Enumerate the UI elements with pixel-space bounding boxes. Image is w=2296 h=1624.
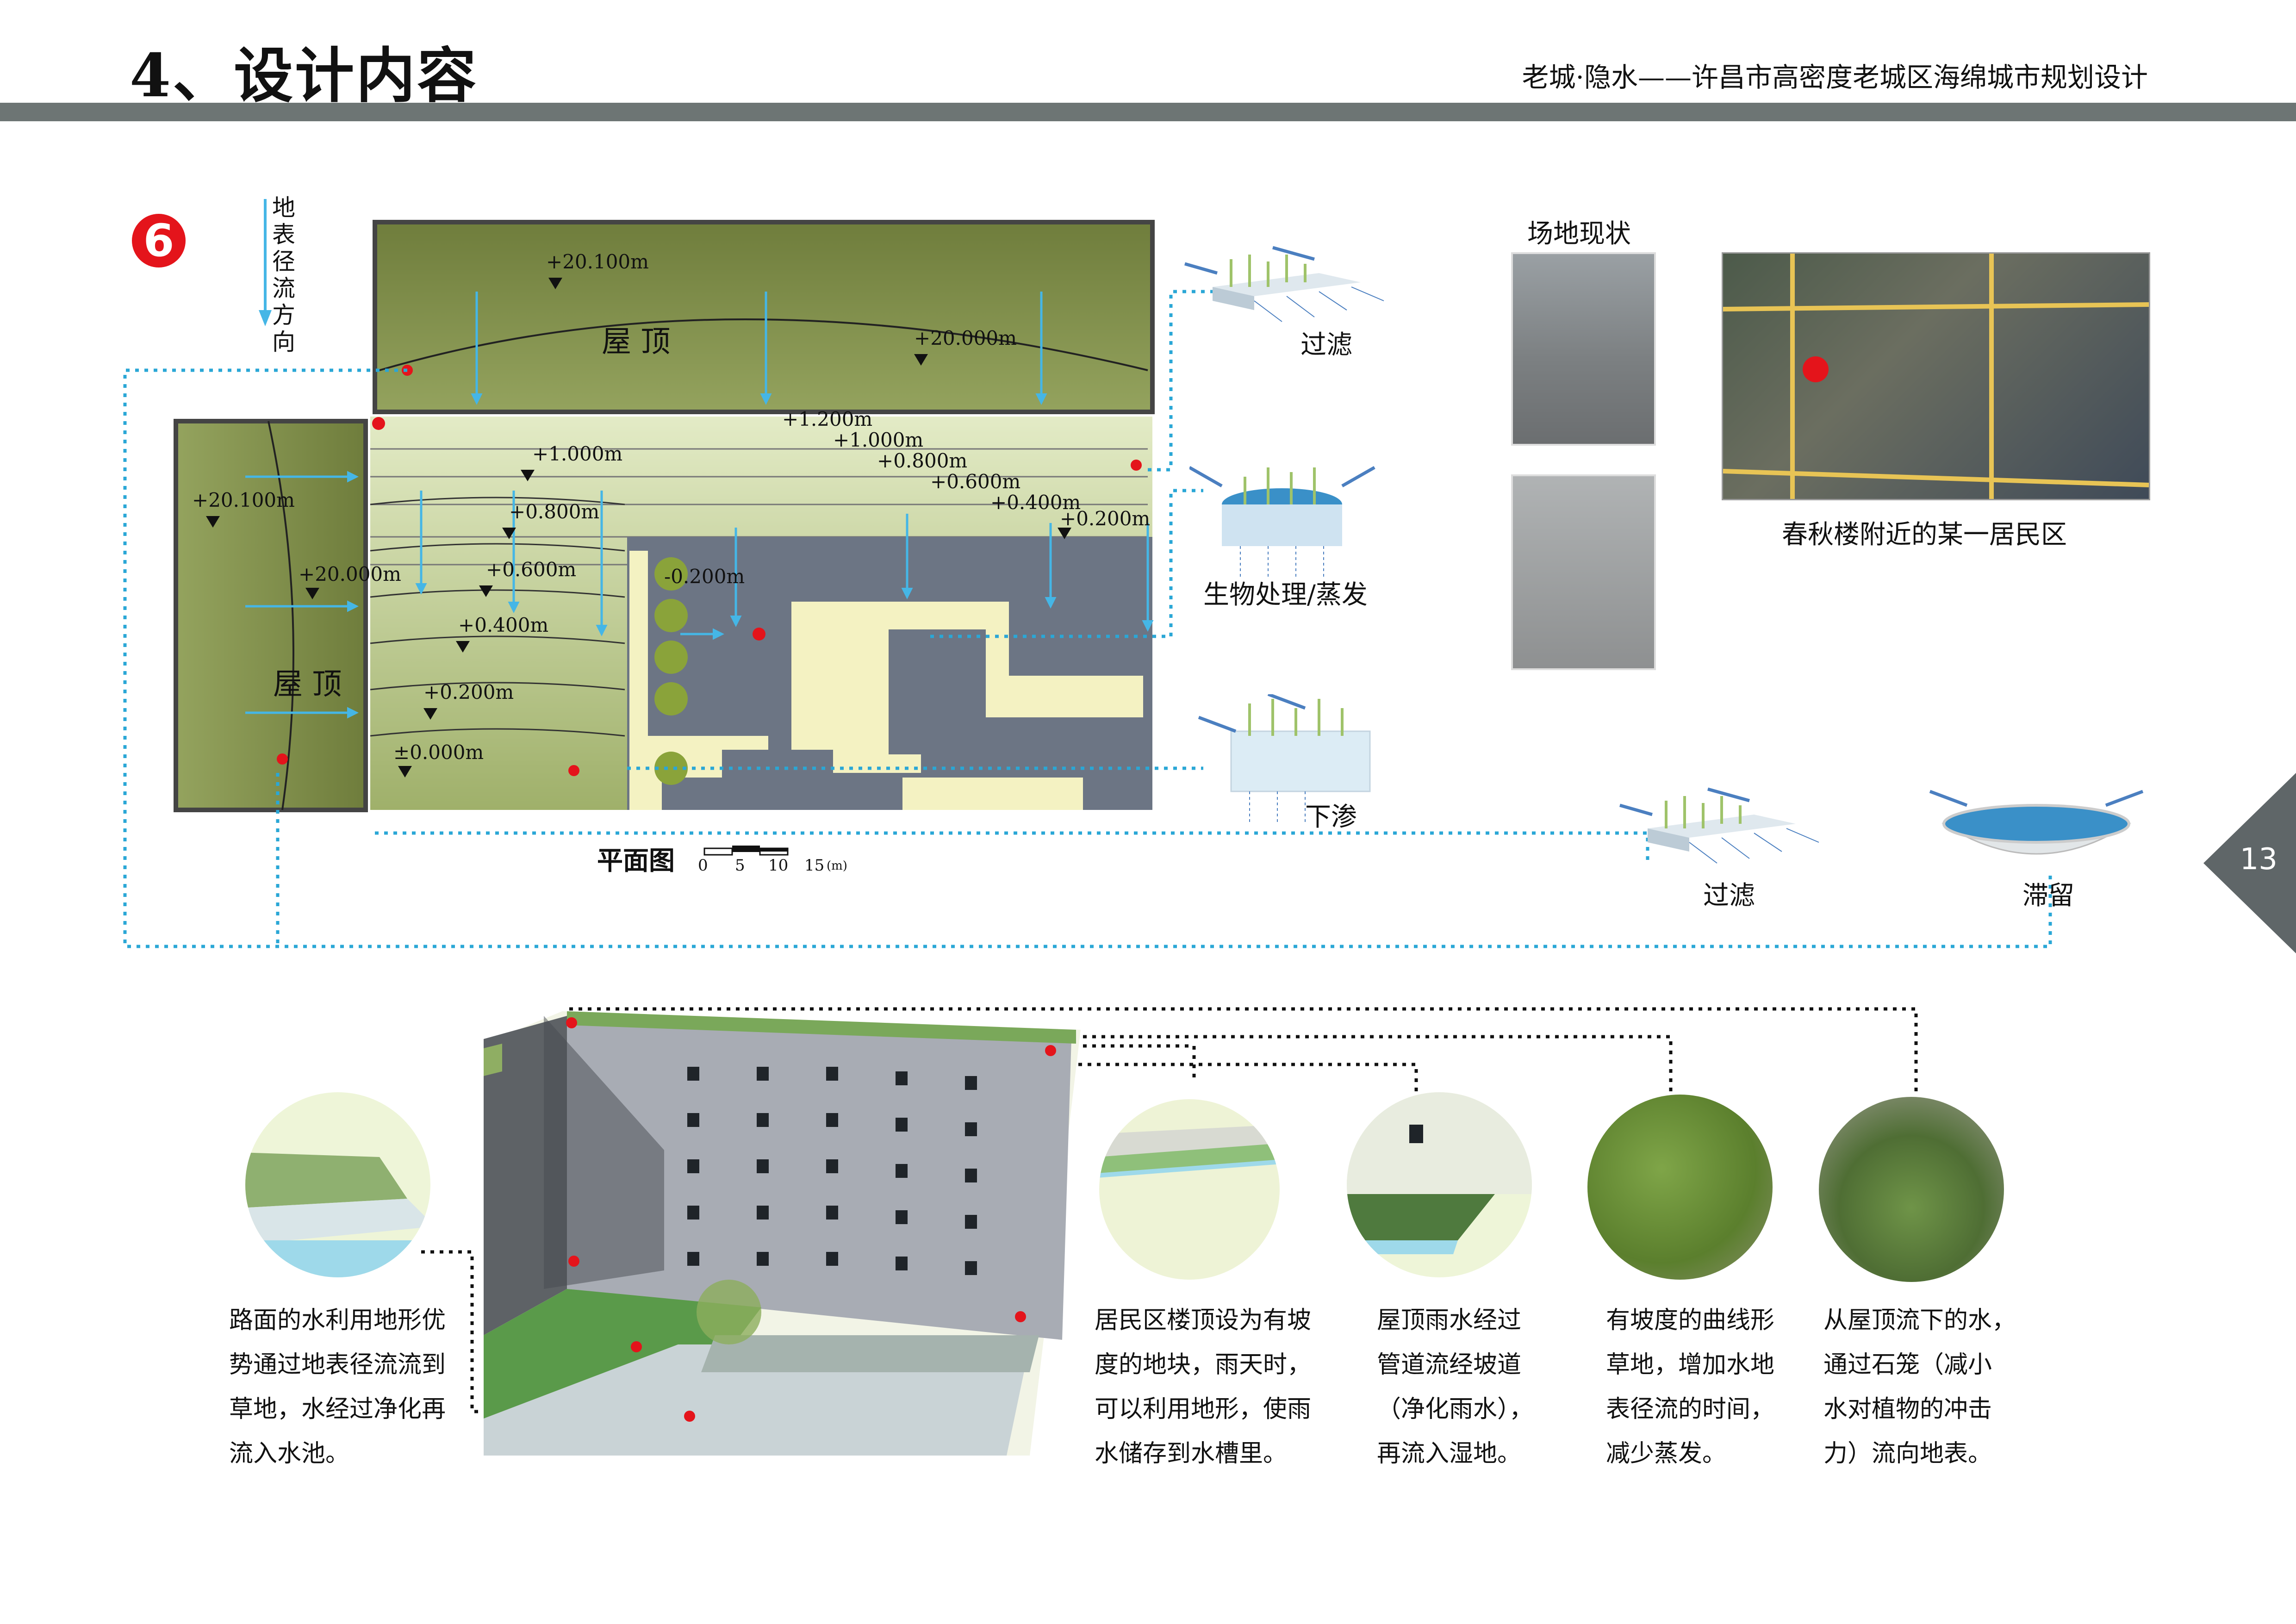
process-label-retain: 滞留 <box>2022 881 2074 911</box>
header-divider-bar <box>0 103 2296 121</box>
elevation-label: +1.000m <box>532 442 622 465</box>
detail-circle-gabion-photo <box>1819 1097 2004 1282</box>
site-status-title: 场地现状 <box>1527 219 1631 249</box>
scale-unit: (m) <box>827 859 847 873</box>
elevation-label: +20.100m <box>546 250 649 273</box>
process-label-filter-top: 过滤 <box>1300 330 1352 360</box>
elevation-label: +0.600m <box>930 470 1020 493</box>
site-photo-alley <box>1511 252 1656 446</box>
scale-tick-0: 0 <box>698 856 708 875</box>
description-roof-pipe: 屋顶雨水经过管道流经坡道（净化雨水），再流入湿地。 <box>1377 1307 1534 1468</box>
elevation-label: +20.000m <box>914 327 1017 349</box>
project-subtitle: 老城·隐水——许昌市高密度老城区海绵城市规划设计 <box>1522 62 2148 93</box>
page-title: 4、设计内容 <box>130 41 479 111</box>
description-gabion: 从屋顶流下的水，通过石笼（减小水对植物的冲击力）流向地表。 <box>1823 1307 2016 1468</box>
retention-bowl-icon <box>1929 790 2144 855</box>
roof-label-top: 屋 顶 <box>602 325 670 359</box>
filter-icon-bottom <box>1619 787 1819 864</box>
plan-caption: 平面图 <box>597 846 675 876</box>
scale-tick-5: 5 <box>735 856 745 875</box>
detail-circle-sloped-roof <box>1099 1099 1280 1280</box>
elevation-label: +0.600m <box>486 558 576 581</box>
elevation-label: +0.400m <box>990 491 1081 514</box>
description-sloped-roof: 居民区楼顶设为有坡度的地块，雨天时，可以利用地形，使雨水储存到水槽里。 <box>1095 1307 1312 1468</box>
detail-circle-roof-pipe <box>1347 1092 1532 1277</box>
detail-circle-road-runoff <box>245 1092 430 1277</box>
elevation-label: +0.800m <box>877 449 967 472</box>
process-label-infiltrate: 下渗 <box>1305 802 1357 832</box>
elevation-label: +0.800m <box>509 500 599 523</box>
infiltration-icon <box>1198 694 1371 824</box>
scale-tick-10: 10 <box>768 856 789 875</box>
map-caption: 春秋楼附近的某一居民区 <box>1782 520 2067 550</box>
process-label-bio: 生物处理/蒸发 <box>1203 580 1368 610</box>
detail-circle-curved-lawn-photo <box>1587 1095 1773 1280</box>
courtyard-perspective-render <box>484 1011 1081 1456</box>
scale-tick-15: 15 <box>804 856 825 875</box>
elevation-label: +20.000m <box>299 563 401 585</box>
runoff-direction-arrow <box>259 199 272 326</box>
scale-bar <box>703 846 789 856</box>
site-number-marker: 6 <box>132 214 186 268</box>
roof-label-left: 屋 顶 <box>273 667 342 702</box>
page-number-badge <box>2203 773 2296 953</box>
elevation-label: +20.100m <box>192 489 295 511</box>
filter-icon-top <box>1184 246 1384 322</box>
elevation-label: +1.200m <box>782 408 872 430</box>
site-satellite-map <box>1722 252 2150 500</box>
site-photo-ground <box>1511 474 1656 670</box>
elevation-label: +0.400m <box>458 614 548 636</box>
elevation-label: +1.000m <box>833 429 923 451</box>
page-number: 13 <box>2240 842 2277 877</box>
description-curved-lawn: 有坡度的曲线形草地，增加水地表径流的时间，减少蒸发。 <box>1606 1307 1775 1468</box>
elevation-label: -0.200m <box>664 565 745 588</box>
bio-treatment-icon <box>1189 466 1375 579</box>
elevation-label: +0.200m <box>1060 507 1150 530</box>
runoff-direction-label: 地表径流方向 <box>272 194 295 355</box>
process-label-filter-bottom: 过滤 <box>1703 881 1755 911</box>
site-plan-drawing: +20.100m +20.000m +20.100m +20.000m +1.2… <box>174 220 1155 812</box>
elevation-label: +0.200m <box>423 681 514 703</box>
description-road-runoff: 路面的水利用地形优势通过地表径流流到草地，水经过净化再流入水池。 <box>229 1307 446 1468</box>
elevation-label: ±0.000m <box>393 741 484 764</box>
